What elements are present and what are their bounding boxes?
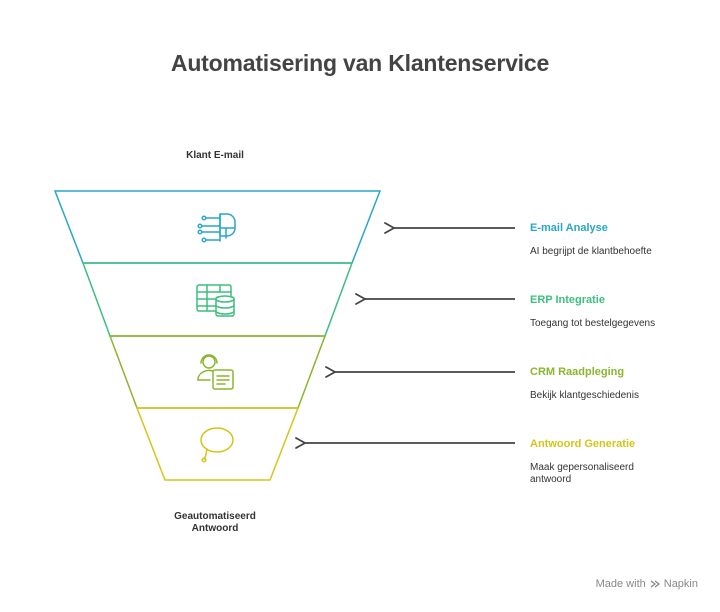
funnel-input-label: Klant E-mail (186, 150, 244, 161)
napkin-brand-text: Napkin (663, 578, 698, 590)
stage-1-name: E-mail Analyse (530, 222, 608, 234)
stage-4-description: Maak gepersonaliseerd antwoord (530, 462, 634, 485)
funnel-output-label-line-1: Geautomatiseerd (174, 511, 256, 522)
page-title: Automatisering van Klantenservice (170, 50, 550, 76)
made-with-text: Made with (595, 578, 646, 590)
stage-4-text: Antwoord Generatie Maak gepersonaliseerd… (530, 438, 710, 486)
funnel-stage-4 (135, 407, 300, 481)
stage-2-name: ERP Integratie (530, 294, 605, 306)
stage-3-name: CRM Raadpleging (530, 366, 625, 378)
ai-brain-icon (197, 213, 236, 243)
napkin-logo-icon (650, 580, 660, 588)
stage-3-text: CRM Raadpleging Bekijk klantgeschiedenis (530, 366, 710, 402)
stage-3-description: Bekijk klantgeschiedenis (530, 390, 639, 401)
funnel-output-label: Geautomatiseerd Antwoord (150, 511, 280, 535)
made-with-napkin-footer[interactable]: Made with Napkin (596, 578, 698, 590)
stage-1-description: AI begrijpt de klantbehoefte (530, 246, 652, 257)
stage-4-name: Antwoord Generatie (530, 438, 636, 450)
stage-1-text: E-mail Analyse AI begrijpt de klantbehoe… (530, 222, 710, 258)
customer-record-icon (197, 354, 234, 390)
stage-2-text: ERP Integratie Toegang tot bestelgegeven… (530, 294, 710, 330)
speech-bubble-icon (200, 427, 234, 463)
funnel-output-label-line-2: Antwoord (191, 523, 239, 534)
stage-2-description: Toegang tot bestelgegevens (530, 318, 656, 329)
funnel-stage-1 (53, 190, 382, 264)
database-table-icon (196, 284, 235, 317)
